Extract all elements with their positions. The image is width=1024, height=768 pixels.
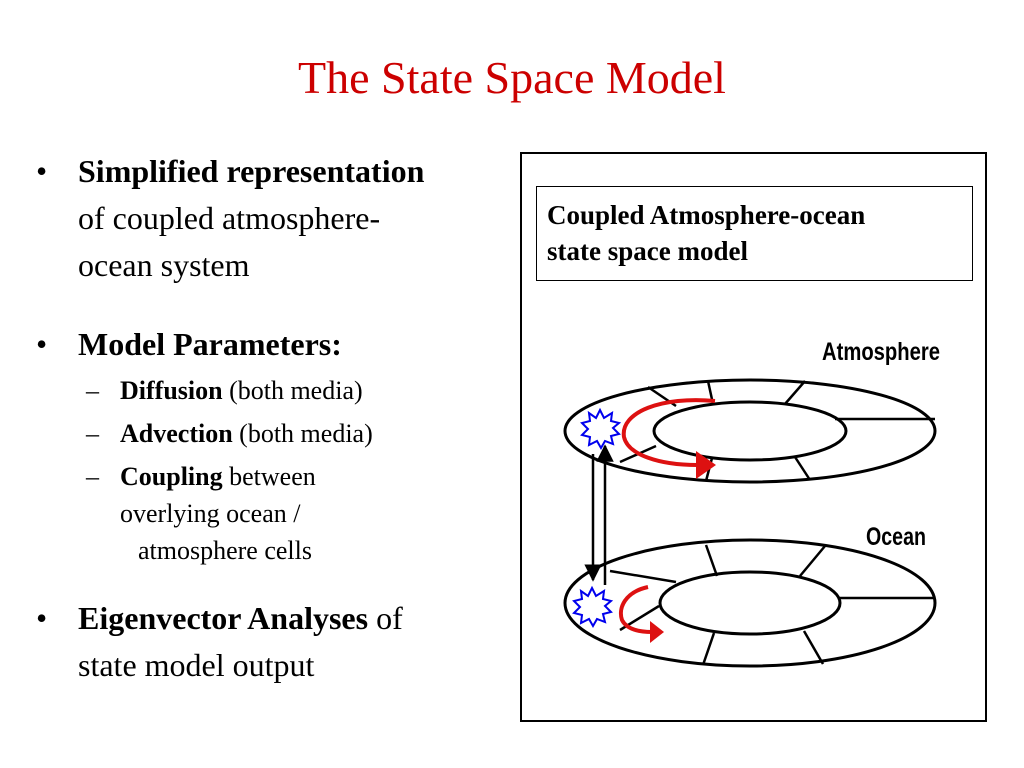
sub-bullet-bold-text: Coupling — [120, 462, 223, 491]
ocean-label: Ocean — [866, 523, 926, 551]
sub-bullet-text: atmosphere cells — [138, 536, 312, 565]
bullet-text: of coupled atmosphere- — [78, 200, 381, 236]
bullet-item: • Eigenvector Analyses of state model ou… — [30, 595, 515, 689]
bullet-item: • Model Parameters: – Diffusion (both me… — [30, 321, 515, 569]
ocean-burst-icon — [572, 585, 614, 629]
ocean-cell-dividers — [609, 544, 935, 666]
atmosphere-burst-icon — [580, 407, 622, 451]
atmosphere-inner-ellipse — [652, 400, 848, 462]
atmosphere-arrowhead — [696, 451, 716, 479]
sub-bullet-text: overlying ocean / — [120, 499, 301, 528]
bullet-bold-text: Simplified representation — [78, 153, 425, 189]
atmosphere-label: Atmosphere — [822, 338, 940, 366]
sub-bullet-text: (both media) — [232, 419, 373, 448]
coupling-arrows — [584, 444, 614, 585]
atmosphere-ring — [563, 378, 937, 484]
caption-line: Coupled Atmosphere-ocean — [547, 200, 866, 230]
sub-bullet-dash: – — [86, 376, 99, 405]
sub-bullet-text: between — [222, 462, 316, 491]
sub-bullet-item: – Diffusion (both media) — [78, 372, 515, 409]
sub-bullet-bold-text: Advection — [120, 419, 233, 448]
slide-title: The State Space Model — [298, 52, 726, 103]
sub-bullet-item: – Coupling between overlying ocean / atm… — [78, 458, 515, 569]
sub-bullet-bold-text: Diffusion — [120, 376, 223, 405]
atmosphere-red-arrow — [621, 398, 716, 467]
bullet-text: ocean system — [78, 247, 250, 283]
bullet-bold-text: Eigenvector Analyses — [78, 600, 369, 636]
bullet-list: • Simplified representation of coupled a… — [30, 148, 515, 689]
bullet-item: • Simplified representation of coupled a… — [30, 148, 515, 289]
bullet-text: of — [368, 600, 403, 636]
ocean-ring — [563, 538, 937, 668]
bullet-text: state model output — [78, 647, 315, 683]
bullet-bold-text: Model Parameters: — [78, 326, 342, 362]
sub-bullet-item: – Advection (both media) — [78, 415, 515, 452]
bullet-dot: • — [36, 600, 48, 636]
sub-bullet-list: – Diffusion (both media) – Advection (bo… — [78, 372, 515, 569]
ocean-outer-ellipse — [563, 538, 937, 668]
ocean-inner-ellipse — [658, 570, 842, 636]
sub-bullet-dash: – — [86, 419, 99, 448]
caption-line: state space model — [547, 236, 748, 266]
ocean-red-arrow — [619, 585, 653, 634]
sub-bullet-text: (both media) — [222, 376, 363, 405]
bullet-dot: • — [36, 326, 48, 362]
diagram-frame — [520, 152, 987, 722]
diagram-caption: Coupled Atmosphere-ocean state space mod… — [536, 186, 973, 281]
atmosphere-outer-ellipse — [563, 378, 937, 484]
bullet-dot: • — [36, 153, 48, 189]
ocean-arrowhead — [650, 621, 664, 643]
sub-bullet-dash: – — [86, 462, 99, 491]
